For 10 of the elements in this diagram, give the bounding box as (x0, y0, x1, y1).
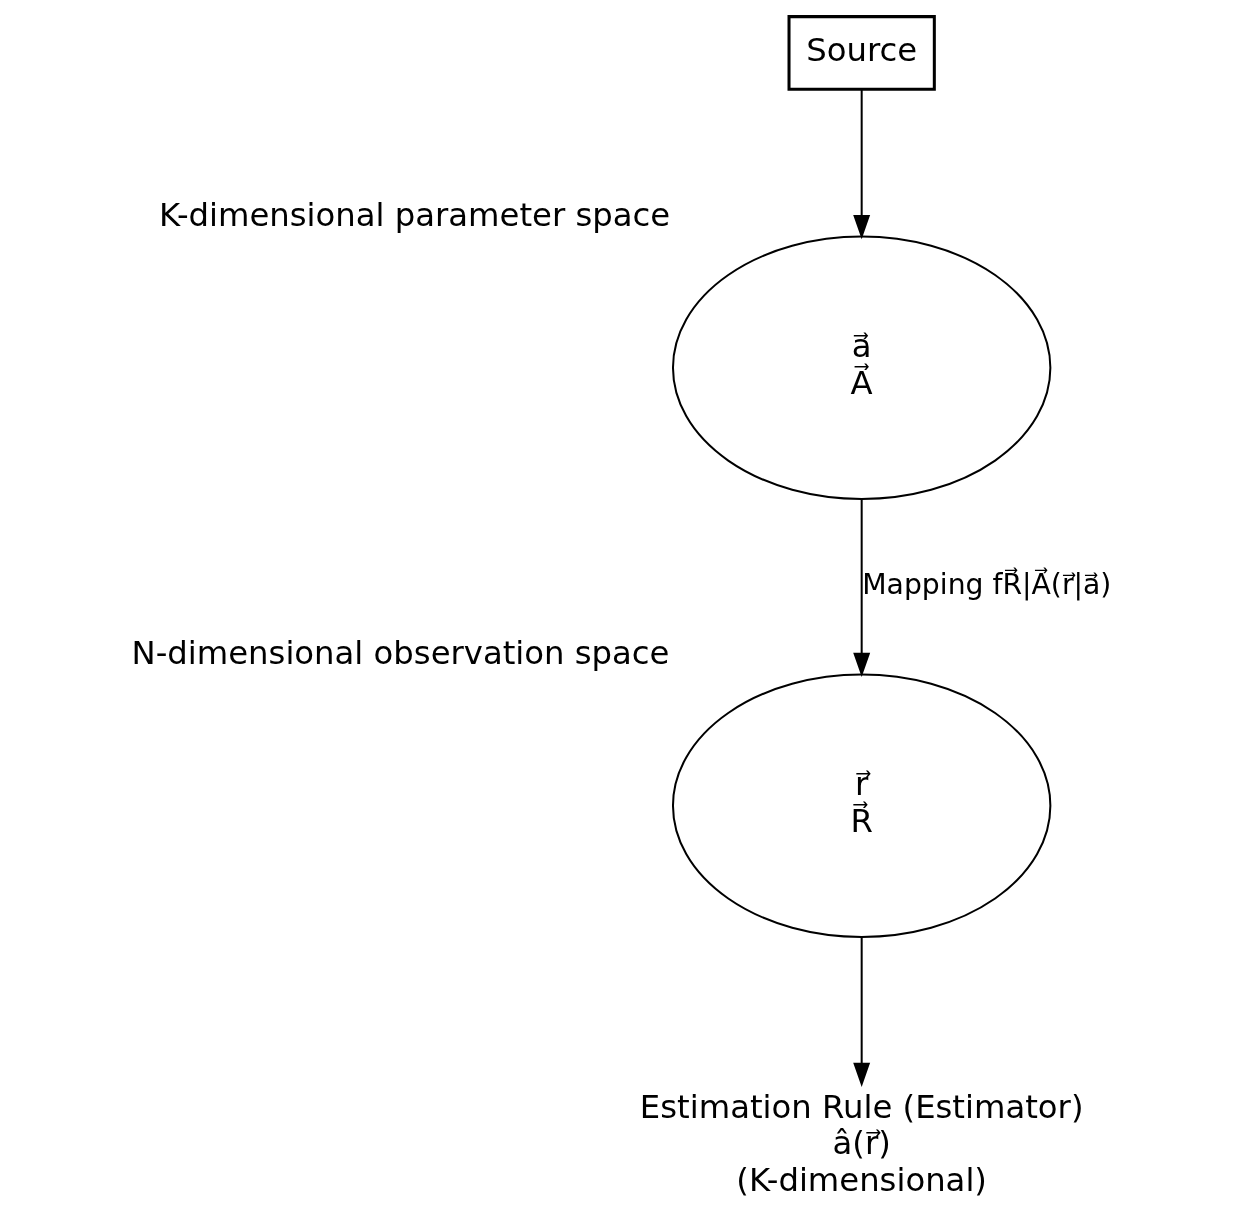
arrow (853, 499, 871, 678)
node-text: Estimation Rule (Estimator) â(r⃗) (K-dimensional) (639, 1088, 1084, 1199)
edge-label: Mapping fR⃗|A⃗(r⃗|a⃗) (862, 568, 1112, 602)
node-ellipse: a⃗ A⃗ (671, 235, 1052, 500)
node-box: Source (787, 15, 936, 91)
node-ellipse: r⃗ R⃗ (671, 673, 1052, 938)
arrow (853, 89, 871, 240)
arrow (853, 937, 871, 1087)
node-label: K-dimensional parameter space (159, 196, 671, 235)
node-label: N-dimensional observation space (131, 634, 670, 673)
